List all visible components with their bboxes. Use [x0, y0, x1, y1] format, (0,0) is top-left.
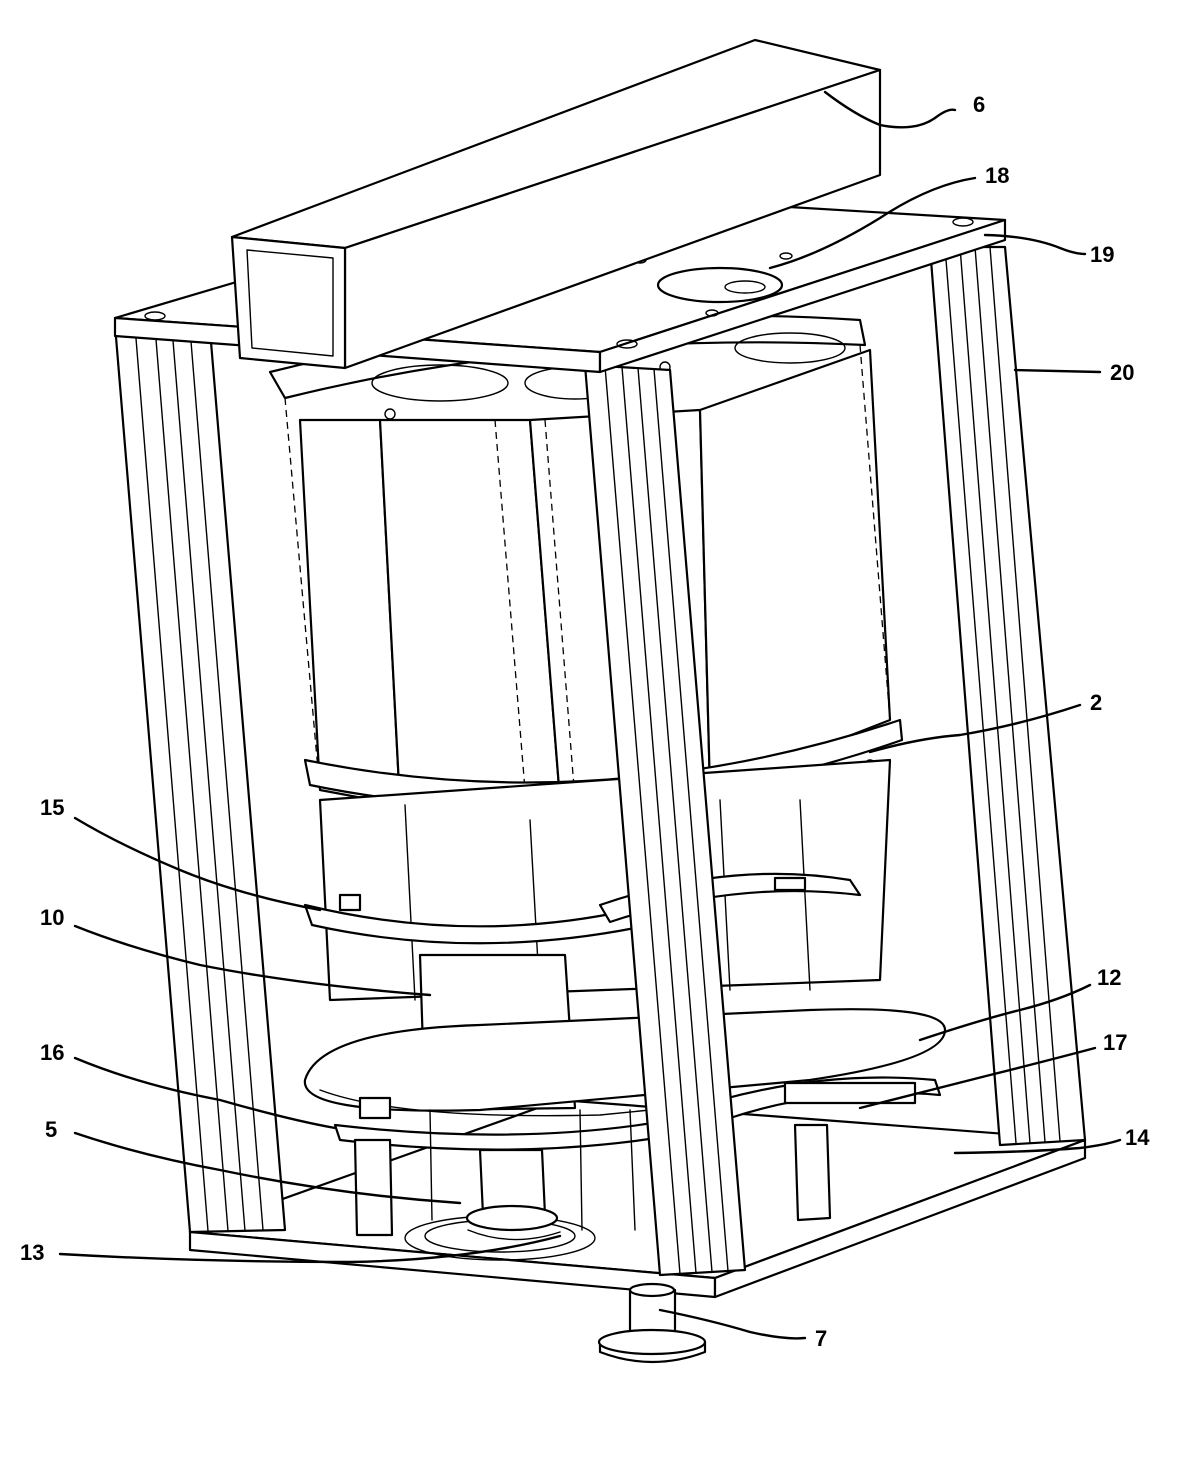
- leader-2: [868, 703, 1082, 754]
- label-5: 5: [45, 1117, 57, 1142]
- base-plate: [188, 1098, 1087, 1299]
- label-7: 7: [815, 1326, 827, 1351]
- leader-6: [823, 90, 957, 129]
- label-13: 13: [20, 1240, 44, 1265]
- front-center-post: [583, 363, 747, 1277]
- reference-numerals: 6 18 19 20 2 15 10 12 16 17 5 14 13 7: [20, 92, 1150, 1351]
- leader-18: [768, 176, 977, 270]
- label-19: 19: [1090, 242, 1114, 267]
- leader-19: [983, 233, 1087, 256]
- label-12: 12: [1097, 965, 1121, 990]
- leader-5: [73, 1131, 462, 1205]
- stand-leg: [597, 1282, 707, 1364]
- leader-17: [858, 1046, 1097, 1110]
- label-2: 2: [1090, 690, 1102, 715]
- leader-12: [918, 983, 1092, 1042]
- leader-14: [953, 1138, 1122, 1155]
- label-14: 14: [1125, 1125, 1150, 1150]
- label-18: 18: [985, 163, 1009, 188]
- back-right-post: [928, 245, 1087, 1147]
- label-20: 20: [1110, 360, 1134, 385]
- leader-7: [658, 1308, 807, 1340]
- leader-10: [73, 924, 432, 997]
- label-17: 17: [1103, 1030, 1127, 1055]
- leader-lines: [58, 90, 1122, 1340]
- leader-13: [58, 1234, 562, 1264]
- square-tube-beam: [230, 38, 882, 370]
- label-15: 15: [40, 795, 64, 820]
- label-16: 16: [40, 1040, 64, 1065]
- leader-20: [1013, 368, 1102, 374]
- front-left-post: [113, 323, 287, 1234]
- label-10: 10: [40, 905, 64, 930]
- leader-16: [73, 1056, 337, 1130]
- leader-15: [73, 816, 322, 912]
- label-6: 6: [973, 92, 985, 117]
